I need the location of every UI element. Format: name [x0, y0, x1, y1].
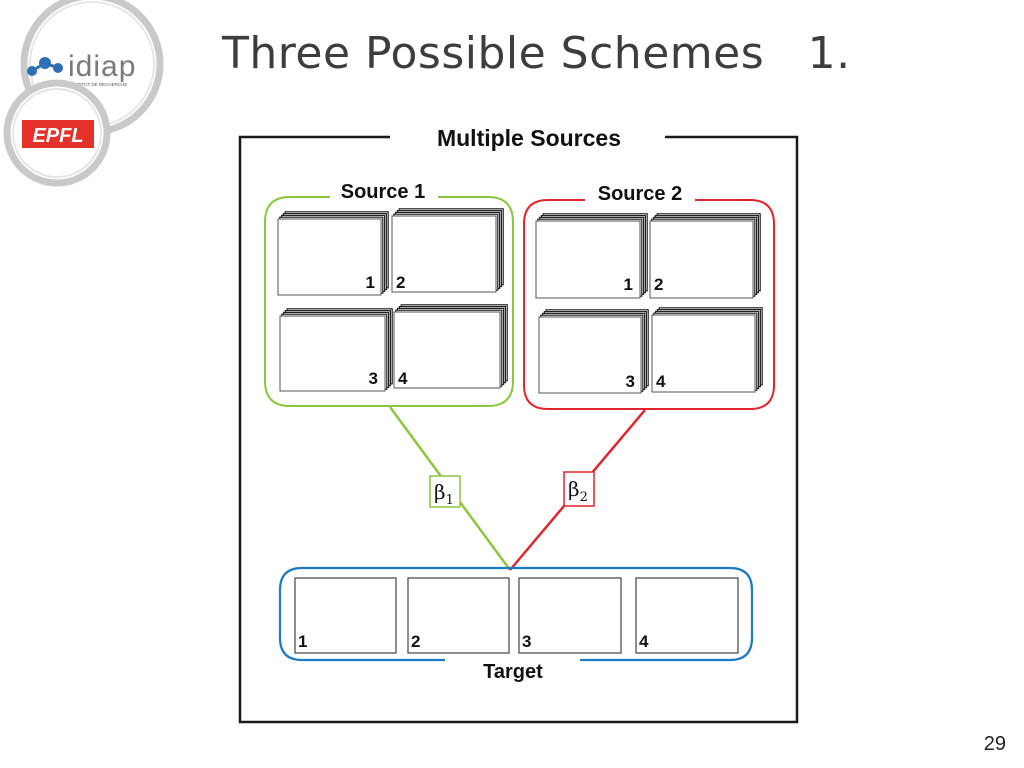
target-image	[635, 577, 739, 654]
target-number: 2	[411, 632, 420, 651]
source-1-stack-3: 3	[279, 308, 393, 392]
source-2-stack-2: 2	[649, 213, 761, 299]
target-group: Target	[278, 566, 754, 683]
epfl-wordmark: EPFL	[32, 125, 83, 147]
source-1-stack-1: 1	[277, 211, 389, 296]
epfl-logo: EPFL	[3, 79, 111, 187]
slide-title: Three Possible Schemes 1.	[222, 28, 851, 79]
stack-number: 2	[396, 273, 405, 292]
svg-text:β2: β2	[568, 477, 588, 505]
target-image	[518, 577, 622, 654]
logo-area: idiap INSTITUT DE RECHERCHE EPFL	[3, 0, 164, 187]
target-frame-1: 1	[294, 577, 397, 654]
source-2-label: Source 2	[598, 183, 683, 205]
stack-number: 1	[624, 275, 633, 294]
target-image	[294, 577, 397, 654]
image-card	[535, 220, 641, 299]
frame-label: Multiple Sources	[437, 125, 621, 151]
source-2-stack-1: 1	[535, 213, 648, 299]
source-1-group: Source 1	[264, 181, 514, 407]
target-frame-3: 3	[518, 577, 622, 654]
target-frame-4: 4	[635, 577, 739, 654]
image-card	[393, 311, 501, 389]
source-2-stack-3: 3	[538, 309, 649, 394]
image-stacks: 1 2 3 4 1 2 3 4	[277, 208, 763, 394]
svg-text:β1: β1	[434, 480, 454, 508]
image-card	[649, 220, 754, 299]
page-number: 29	[983, 733, 1006, 755]
source-1-label: Source 1	[341, 181, 426, 203]
stack-number: 2	[654, 275, 663, 294]
stack-number: 4	[398, 369, 408, 388]
stack-number: 3	[626, 372, 635, 391]
image-card	[651, 314, 756, 393]
target-label: Target	[483, 661, 543, 683]
image-card	[391, 215, 497, 293]
source-1-stack-2: 2	[391, 208, 504, 293]
beta-1-weight: β1	[429, 475, 461, 508]
target-frames: 1 2 3 4	[294, 577, 739, 654]
idiap-molecule-icon	[27, 57, 63, 76]
target-number: 3	[522, 632, 531, 651]
source-1-stack-4: 4	[393, 304, 508, 389]
stack-number: 3	[369, 369, 378, 388]
idiap-subtext: INSTITUT DE RECHERCHE	[70, 82, 127, 87]
target-frame-2: 2	[407, 577, 510, 654]
source-2-group: Source 2	[523, 183, 775, 410]
diagram-frame	[238, 135, 799, 724]
beta-2-weight: β2	[563, 471, 595, 507]
target-image	[407, 577, 510, 654]
image-card	[277, 218, 382, 296]
stack-number: 4	[656, 372, 666, 391]
stack-number: 1	[366, 273, 375, 292]
target-number: 1	[298, 632, 307, 651]
source-2-stack-4: 4	[651, 307, 763, 393]
idiap-wordmark: idiap	[68, 50, 136, 83]
target-number: 4	[639, 632, 649, 651]
image-card	[538, 316, 642, 394]
image-card	[279, 315, 386, 392]
